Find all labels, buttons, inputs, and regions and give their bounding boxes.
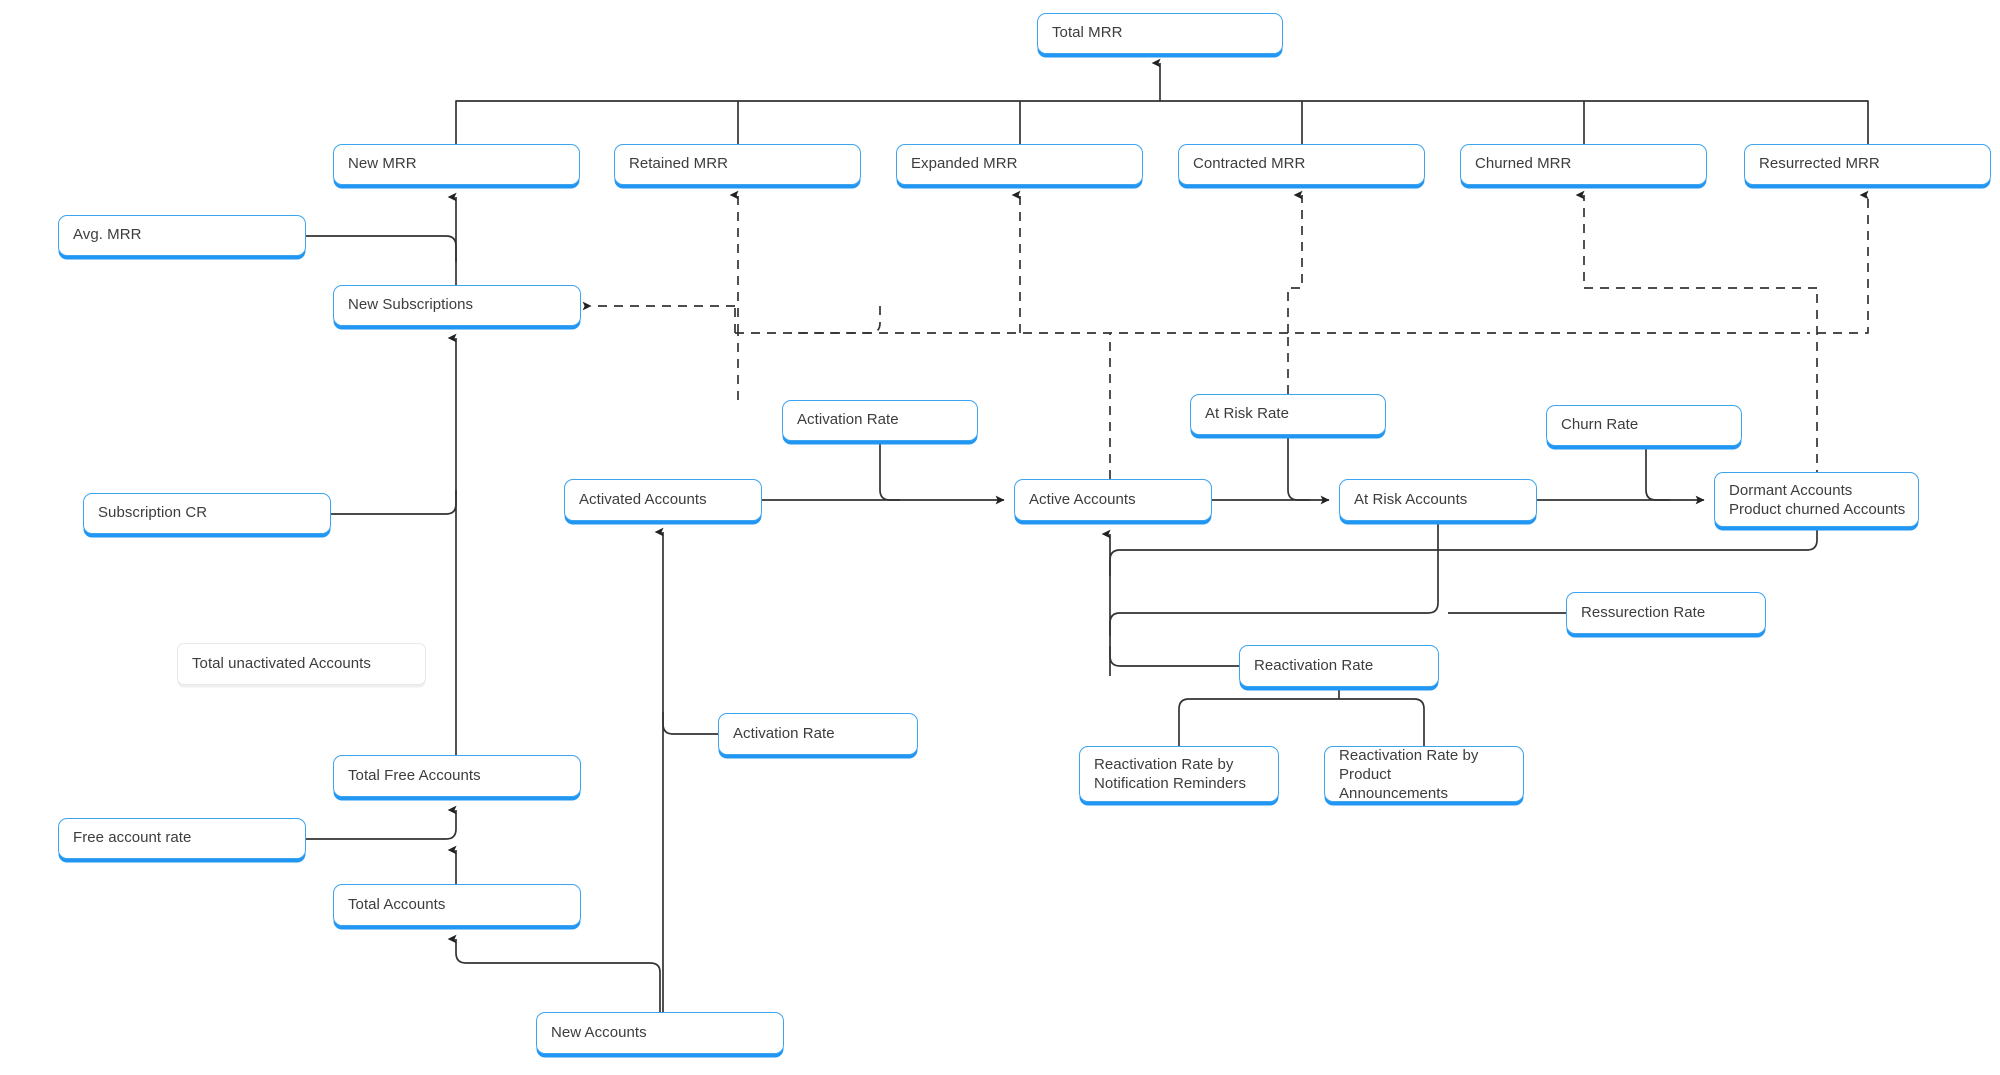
edge-dash-churned xyxy=(1575,190,1817,289)
node-total-unactivated-accounts[interactable]: Total unactivated Accounts xyxy=(177,643,426,685)
node-activation-rate-low[interactable]: Activation Rate xyxy=(718,713,918,755)
edge-dash-newsubs-in xyxy=(790,306,881,334)
node-label: Retained MRR xyxy=(629,155,728,173)
edge-dash-contracted xyxy=(1287,190,1303,333)
edge-reactprod-reactrate xyxy=(1339,698,1425,746)
edge-atrisk-active xyxy=(1109,521,1439,636)
node-retained-mrr[interactable]: Retained MRR xyxy=(614,144,861,185)
node-dormant-accounts[interactable]: Dormant Accounts Product churned Account… xyxy=(1714,472,1919,527)
node-label: Reactivation Rate by Product Announcemen… xyxy=(1339,746,1479,802)
node-label: At Risk Rate xyxy=(1205,405,1289,423)
node-total-accounts[interactable]: Total Accounts xyxy=(333,884,581,926)
node-label: At Risk Accounts xyxy=(1354,490,1468,508)
node-total-free-accounts[interactable]: Total Free Accounts xyxy=(333,755,581,797)
node-label: Total unactivated Accounts xyxy=(192,654,371,672)
node-label: Avg. MRR xyxy=(73,226,142,244)
edge-atriskrate-atrisk xyxy=(1287,435,1310,501)
node-label: Free account rate xyxy=(73,829,192,847)
node-activation-rate-top[interactable]: Activation Rate xyxy=(782,400,978,441)
node-label: Active Accounts xyxy=(1029,490,1136,508)
node-label: Activation Rate xyxy=(797,411,899,429)
edge-actrate-low xyxy=(662,712,718,735)
node-label: Expanded MRR xyxy=(911,155,1018,173)
node-label: Resurrected MRR xyxy=(1759,155,1880,173)
node-label: Subscription CR xyxy=(98,504,208,522)
node-new-accounts[interactable]: New Accounts xyxy=(536,1012,784,1054)
node-subscription-cr[interactable]: Subscription CR xyxy=(83,493,331,534)
node-activated-accounts[interactable]: Activated Accounts xyxy=(564,479,762,521)
node-label: Total MRR xyxy=(1052,24,1123,42)
node-churn-rate[interactable]: Churn Rate xyxy=(1546,405,1742,446)
node-at-risk-rate[interactable]: At Risk Rate xyxy=(1190,394,1386,435)
edge-freerate-totalfree xyxy=(306,805,457,840)
node-active-accounts[interactable]: Active Accounts xyxy=(1014,479,1212,521)
edge-reactivation-active xyxy=(1109,646,1239,667)
node-reactivation-rate[interactable]: Reactivation Rate xyxy=(1239,645,1439,687)
edge-newacc-totalacc xyxy=(447,934,661,1012)
node-label: New MRR xyxy=(348,155,417,173)
node-new-mrr[interactable]: New MRR xyxy=(333,144,580,185)
node-expanded-mrr[interactable]: Expanded MRR xyxy=(896,144,1143,185)
node-label: Churned MRR xyxy=(1475,155,1572,173)
node-reactivation-rate-product-announcements[interactable]: Reactivation Rate by Product Announcemen… xyxy=(1324,746,1524,802)
node-label: New Subscriptions xyxy=(348,296,474,314)
edge-dormant-active xyxy=(1109,527,1818,576)
node-avg-mrr[interactable]: Avg. MRR xyxy=(58,215,306,256)
node-contracted-mrr[interactable]: Contracted MRR xyxy=(1178,144,1425,185)
node-ressurection-rate[interactable]: Ressurection Rate xyxy=(1566,592,1766,634)
node-label: Activation Rate xyxy=(733,724,835,742)
node-label: Total Accounts xyxy=(348,895,446,913)
node-free-account-rate[interactable]: Free account rate xyxy=(58,818,306,859)
edge-avgmrr-newmrr xyxy=(306,235,457,262)
node-churned-mrr[interactable]: Churned MRR xyxy=(1460,144,1707,185)
node-label: Total Free Accounts xyxy=(348,766,481,784)
edge-subcr-newsubs xyxy=(331,490,457,515)
node-resurrected-mrr[interactable]: Resurrected MRR xyxy=(1744,144,1991,185)
edge-reactnotif-reactrate xyxy=(1178,698,1339,746)
node-label: Churn Rate xyxy=(1561,416,1639,434)
node-reactivation-rate-notification-reminders[interactable]: Reactivation Rate by Notification Remind… xyxy=(1079,746,1279,802)
node-label: Reactivation Rate by Notification Remind… xyxy=(1094,756,1246,792)
node-at-risk-accounts[interactable]: At Risk Accounts xyxy=(1339,479,1537,521)
edge-actrate-top-active xyxy=(879,441,900,501)
edge-churnrate-dormant xyxy=(1645,446,1670,501)
node-label: New Accounts xyxy=(551,1023,647,1041)
edge-dash-resurrected xyxy=(1817,190,1869,334)
node-label: Ressurection Rate xyxy=(1581,603,1706,621)
node-total-mrr[interactable]: Total MRR xyxy=(1037,13,1283,54)
node-new-subscriptions[interactable]: New Subscriptions xyxy=(333,285,581,326)
node-label: Contracted MRR xyxy=(1193,155,1306,173)
node-label: Dormant Accounts Product churned Account… xyxy=(1729,481,1906,518)
edge-mrr-bus xyxy=(455,58,1869,144)
node-label: Activated Accounts xyxy=(579,490,707,508)
node-label: Reactivation Rate xyxy=(1254,656,1374,674)
